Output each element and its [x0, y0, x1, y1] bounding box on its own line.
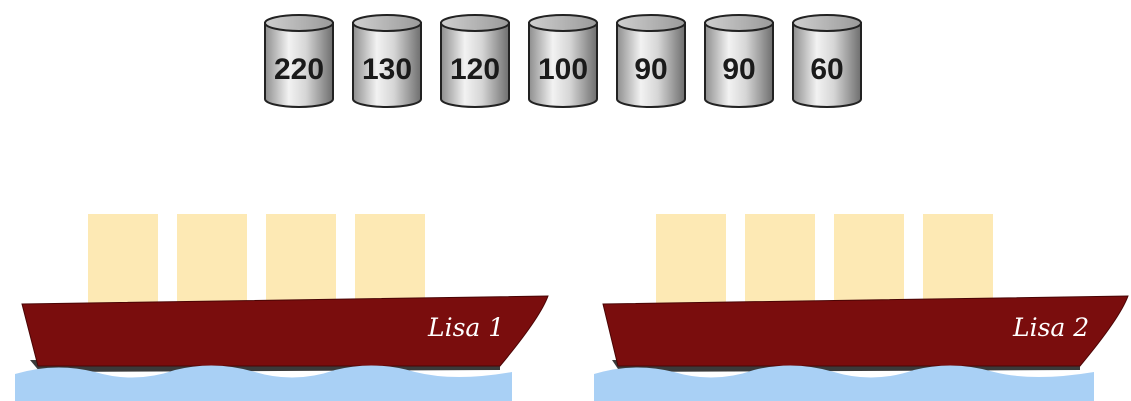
water-icon: [594, 365, 1094, 401]
cargo-slot: [266, 214, 336, 306]
cargo-slot: [656, 214, 726, 306]
water-icon: [15, 365, 512, 401]
barrel-value: 90: [634, 53, 667, 86]
cargo-slots: [656, 214, 993, 306]
barrel-icon: [352, 22, 422, 108]
barrel-7: 60: [792, 14, 862, 108]
barrel-icon: [528, 22, 598, 108]
ship-hull: [21, 295, 549, 367]
barrel-icon: [264, 22, 334, 108]
barrel-icon: [440, 22, 510, 108]
cargo-slot: [88, 214, 158, 306]
barrel-icon: [792, 22, 862, 108]
barrel-1: 220: [264, 14, 334, 108]
ship-lisa-1: Lisa 1: [15, 214, 549, 401]
barrel-lid: [704, 14, 774, 32]
cargo-slot: [355, 214, 425, 306]
barrel-3: 120: [440, 14, 510, 108]
cargo-slots: [88, 214, 425, 306]
barrel-5: 90: [616, 14, 686, 108]
barrel-row: 220 130 120 100 90 90 60: [264, 14, 862, 108]
barrel-lid: [528, 14, 598, 32]
barrel-lid: [352, 14, 422, 32]
barrel-4: 100: [528, 14, 598, 108]
barrel-2: 130: [352, 14, 422, 108]
barrel-lid: [264, 14, 334, 32]
barrel-icon: [616, 22, 686, 108]
ship-lisa-2: Lisa 2: [594, 214, 1129, 401]
barrel-6: 90: [704, 14, 774, 108]
barrel-value: 220: [274, 53, 324, 86]
cargo-slot: [745, 214, 815, 306]
ship-hull: [602, 295, 1129, 367]
barrel-lid: [616, 14, 686, 32]
barrel-lid: [792, 14, 862, 32]
barrel-value: 90: [722, 53, 755, 86]
ship-name-label: Lisa 1: [427, 313, 504, 342]
cargo-slot: [177, 214, 247, 306]
cargo-slot: [834, 214, 904, 306]
barrel-value: 60: [810, 53, 843, 86]
ship-name-label: Lisa 2: [1012, 313, 1089, 342]
cargo-slot: [923, 214, 993, 306]
barrel-value: 130: [362, 53, 412, 86]
barrel-value: 120: [450, 53, 500, 86]
barrel-value: 100: [538, 53, 588, 86]
barrel-lid: [440, 14, 510, 32]
barrel-icon: [704, 22, 774, 108]
